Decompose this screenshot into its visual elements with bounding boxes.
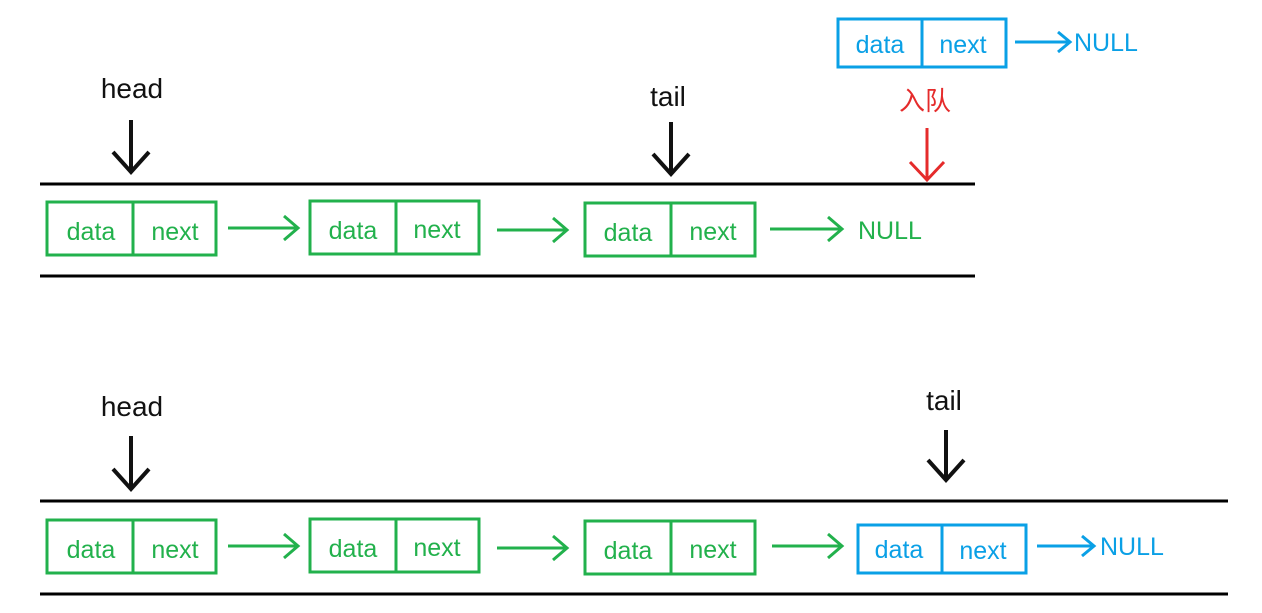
before-head-arrow <box>111 120 151 175</box>
after-node-1-data: data <box>67 536 116 564</box>
before-null-arrow <box>770 215 845 243</box>
after-new-node-data: data <box>875 536 924 564</box>
before-new-node-next: next <box>939 31 986 59</box>
after-new-node: data next <box>856 523 1028 575</box>
after-node-2-next: next <box>413 534 460 562</box>
after-node-2: data next <box>308 517 481 574</box>
before-node-3-next: next <box>689 218 736 246</box>
after-new-node-next: next <box>959 537 1006 565</box>
before-node-1-next: next <box>151 218 198 246</box>
after-link-arrow-3 <box>772 532 845 560</box>
before-new-node-null-arrow <box>1015 30 1073 54</box>
after-node-2-data: data <box>329 535 378 563</box>
after-head-arrow <box>111 436 151 492</box>
after-node-3-next: next <box>689 536 736 564</box>
after-node-3: data next <box>583 519 757 576</box>
before-head-label: head <box>101 73 163 104</box>
after-link-arrow-1 <box>228 532 301 560</box>
before-node-1-data: data <box>67 218 116 246</box>
after-node-3-data: data <box>604 537 653 565</box>
after-tail-arrow <box>926 430 966 483</box>
before-node-2-next: next <box>413 216 460 244</box>
after-node-1-next: next <box>151 536 198 564</box>
before-null-label: NULL <box>858 217 922 245</box>
before-new-node-null: NULL <box>1074 29 1138 57</box>
after-null-arrow <box>1037 534 1097 558</box>
before-node-2: data next <box>308 199 481 256</box>
after-link-arrow-2 <box>497 534 570 562</box>
before-new-node-data: data <box>856 31 905 59</box>
before-node-2-data: data <box>329 217 378 245</box>
after-queue: head tail data next data next <box>40 385 1228 596</box>
before-enqueue-label: 入队 <box>899 86 951 116</box>
before-tail-arrow <box>651 122 691 177</box>
after-head-label: head <box>101 391 163 422</box>
after-tail-label: tail <box>926 385 962 416</box>
before-enqueue-arrow <box>908 128 946 183</box>
after-null-label: NULL <box>1100 533 1164 561</box>
before-link-arrow-1 <box>228 214 301 242</box>
after-node-1: data next <box>45 518 218 575</box>
before-node-1: data next <box>45 200 218 257</box>
before-node-3-data: data <box>604 219 653 247</box>
before-link-arrow-2 <box>497 216 570 244</box>
before-tail-label: tail <box>650 81 686 112</box>
before-node-3: data next <box>583 201 757 258</box>
before-queue: data next NULL head tail 入队 <box>40 17 1138 278</box>
before-new-node: data next <box>836 17 1008 69</box>
